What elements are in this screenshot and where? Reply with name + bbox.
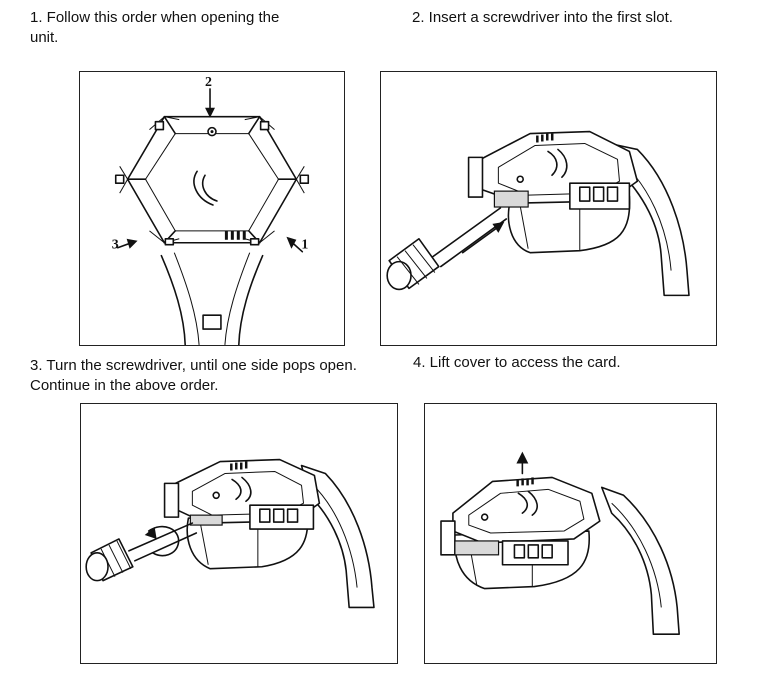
callout-3: 3: [112, 238, 119, 253]
step-1-drawing: 2 1 3: [112, 75, 310, 345]
step-4-caption: 4. Lift cover to access the card.: [413, 354, 621, 371]
step-1-caption: 1. Follow this order when opening the un…: [30, 9, 280, 46]
step-2-illustration: [380, 71, 717, 346]
step-4-illustration: [424, 403, 717, 664]
step-2-drawing: [386, 130, 690, 297]
callout-1: 1: [301, 238, 308, 253]
step-4-drawing: [440, 451, 680, 636]
step-1-illustration: 2 1 3: [79, 71, 345, 346]
step-2-caption: 2. Insert a screwdriver into the first s…: [412, 9, 673, 26]
step-3-drawing: [85, 458, 375, 609]
step-3-illustration: [80, 403, 398, 664]
step-3-caption: 3. Turn the screwdriver, until one side …: [30, 357, 357, 394]
callout-2: 2: [205, 75, 212, 90]
